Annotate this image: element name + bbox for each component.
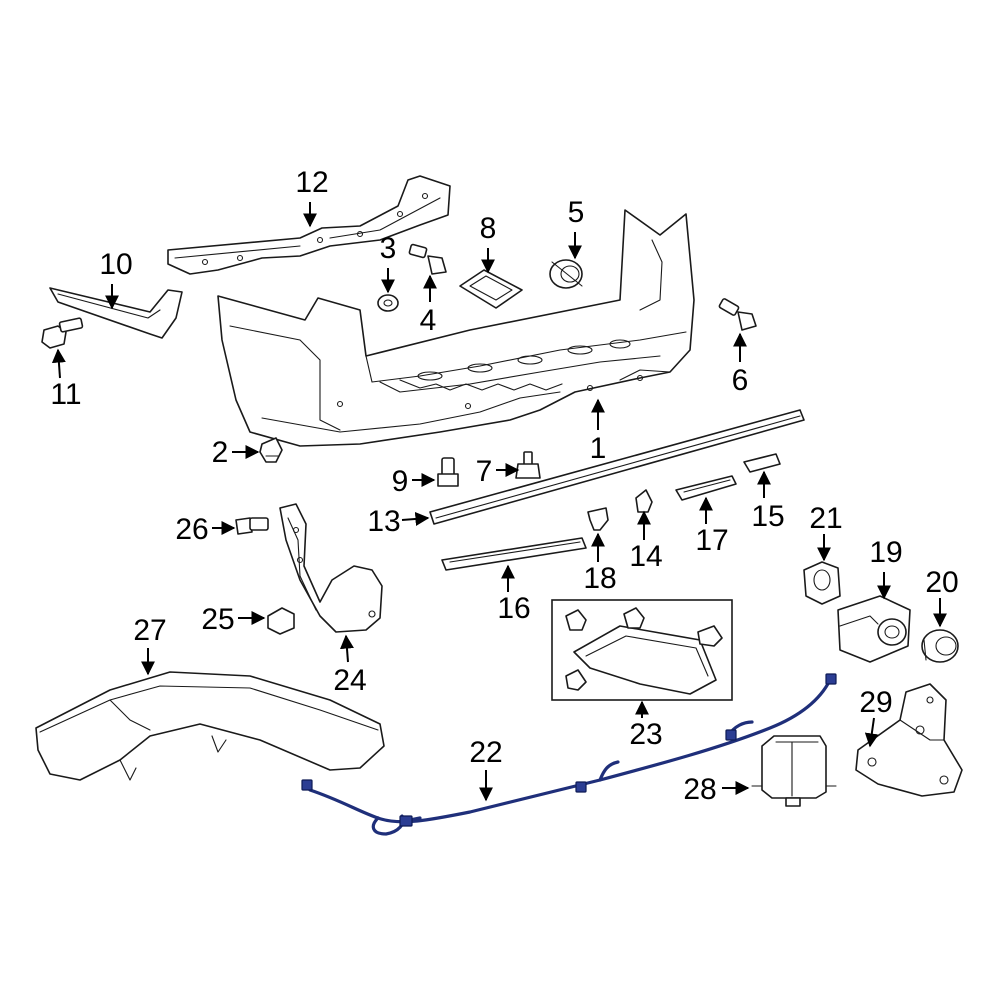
callout-16: 16 — [497, 592, 530, 625]
callout-27: 27 — [133, 614, 166, 647]
part-11-bolt — [41, 317, 84, 349]
callout-29: 29 — [859, 686, 892, 719]
callout-15: 15 — [751, 500, 784, 533]
part-3-washer — [377, 294, 399, 312]
part-22-wiring-harness — [301, 673, 837, 836]
part-2-clip — [259, 437, 283, 463]
callout-3: 3 — [380, 232, 397, 265]
part-28-module — [751, 735, 837, 807]
callout-8: 8 — [480, 212, 497, 245]
callout-7: 7 — [476, 455, 493, 488]
part-13-trim-strip — [429, 409, 805, 525]
callout-4: 4 — [420, 304, 437, 337]
part-23-inset — [551, 599, 733, 701]
callout-22: 22 — [469, 736, 502, 769]
part-12-reinforcement — [167, 175, 451, 275]
callout-20: 20 — [925, 566, 958, 599]
callout-12: 12 — [295, 166, 328, 199]
part-17-trim — [675, 475, 737, 501]
callout-14: 14 — [629, 540, 662, 573]
part-24-mud-guard — [279, 503, 383, 633]
part-18-clip — [587, 507, 609, 531]
part-16-trim — [441, 537, 587, 571]
part-15-trim — [743, 453, 781, 473]
callout-1: 1 — [590, 432, 607, 465]
leader-lines — [51, 202, 947, 802]
part-19-parking-sensor — [837, 595, 911, 663]
callout-18: 18 — [583, 562, 616, 595]
part-14-clip — [635, 489, 653, 513]
part-27-side-panel — [35, 671, 385, 781]
part-26-bolt — [235, 517, 269, 535]
part-8-bracket — [459, 269, 523, 309]
part-6-bolt — [718, 298, 757, 331]
callout-2: 2 — [212, 436, 229, 469]
callout-9: 9 — [392, 465, 409, 498]
part-1-bumper-cover — [217, 209, 695, 447]
part-29-mounting-bracket — [855, 683, 963, 797]
part-4-bolt — [408, 243, 447, 275]
callout-21: 21 — [809, 502, 842, 535]
callout-26: 26 — [175, 513, 208, 546]
callout-5: 5 — [568, 196, 585, 229]
callout-28: 28 — [683, 773, 716, 806]
part-10-side-bracket — [49, 287, 183, 339]
part-7-stud — [515, 451, 541, 479]
callout-19: 19 — [869, 536, 902, 569]
callout-25: 25 — [201, 603, 234, 636]
part-21-sensor-bracket — [803, 561, 841, 605]
callout-6: 6 — [732, 364, 749, 397]
callout-24: 24 — [333, 664, 366, 697]
part-20-sensor-ring — [921, 629, 959, 663]
callout-23: 23 — [629, 718, 662, 751]
part-5-retainer — [549, 259, 583, 289]
part-9-bolt — [437, 457, 459, 487]
callout-11: 11 — [50, 378, 81, 411]
part-25-clip — [267, 607, 295, 635]
callout-10: 10 — [99, 248, 132, 281]
callout-labels: 1 2 3 4 5 6 7 8 9 10 11 12 13 14 15 16 1… — [50, 166, 958, 806]
callout-17: 17 — [695, 524, 728, 557]
callout-13: 13 — [367, 505, 400, 538]
